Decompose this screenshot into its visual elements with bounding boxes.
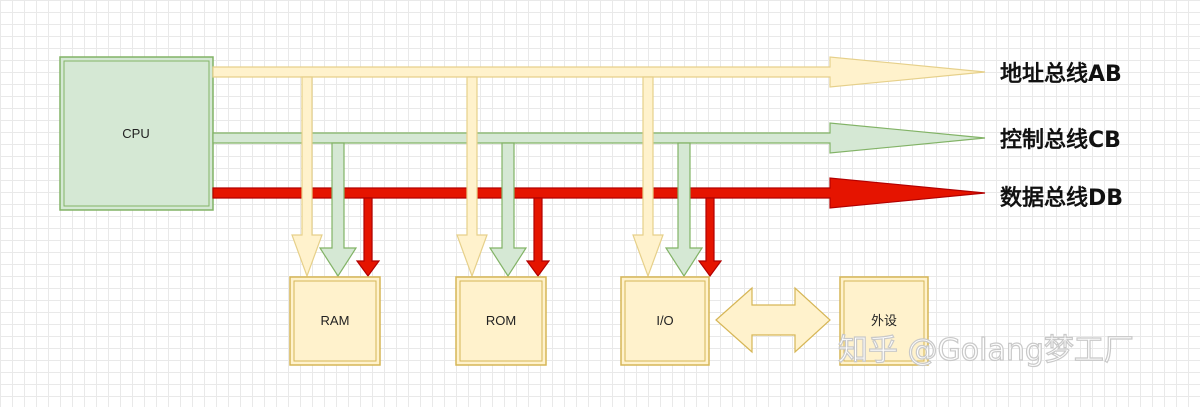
rom-address-arrow — [456, 76, 488, 278]
ram-box[interactable]: RAM — [289, 276, 381, 366]
address-bus-label: 地址总线AB — [1000, 61, 1122, 87]
io-control-arrow — [664, 142, 704, 278]
ram-control-arrow — [318, 142, 358, 278]
watermark-text: 知乎 @Golang梦工厂 — [838, 333, 1134, 368]
control-bus-label: 控制总线CB — [1000, 127, 1121, 153]
address-bus-arrow — [212, 56, 986, 88]
control-bus-arrow — [212, 122, 986, 154]
io-label: I/O — [656, 313, 673, 328]
io-box[interactable]: I/O — [620, 276, 710, 366]
ram-label: RAM — [321, 313, 350, 328]
rom-control-arrow — [488, 142, 528, 278]
rom-box[interactable]: ROM — [455, 276, 547, 366]
data-bus-label: 数据总线DB — [1000, 185, 1123, 211]
rom-label: ROM — [486, 313, 516, 328]
ram-address-arrow — [291, 76, 323, 278]
peripheral-box[interactable]: 外设 — [839, 276, 929, 366]
cpu-box[interactable]: CPU — [59, 56, 214, 211]
peripheral-label: 外设 — [871, 314, 897, 329]
cpu-label: CPU — [122, 126, 149, 141]
rom-data-arrow — [525, 197, 551, 278]
io-data-arrow — [697, 197, 723, 278]
io-peripheral-double-arrow — [715, 286, 831, 354]
data-bus-arrow — [212, 177, 986, 209]
io-address-arrow — [632, 76, 664, 278]
ram-data-arrow — [355, 197, 381, 278]
